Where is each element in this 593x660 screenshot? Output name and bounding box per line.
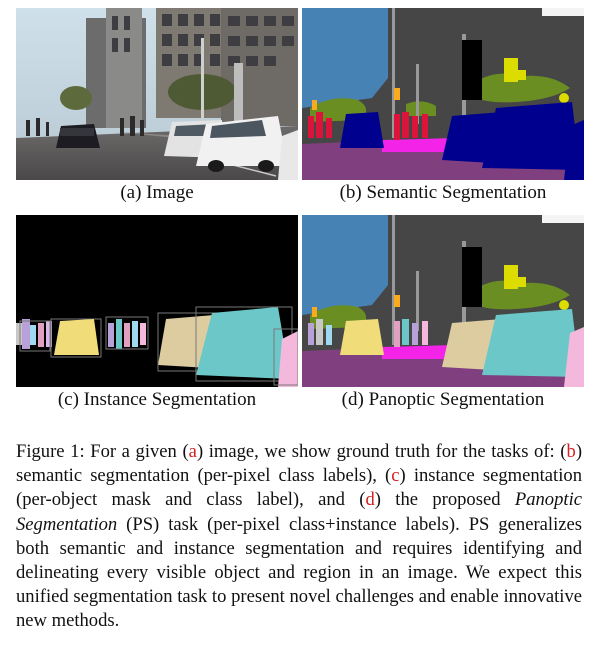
caption-text-2: ) semantic segmentation (per-pixel class…: [16, 441, 583, 487]
subfigure-c-label: (c) Instance Segmentation: [57, 389, 257, 410]
caption-prefix: Figure 1: For a given (: [16, 441, 189, 462]
caption-text-1: ) image, we show ground truth for the ta…: [196, 441, 567, 462]
caption-emphasis: Panoptic Segmentation: [16, 489, 582, 535]
caption-ref-c[interactable]: c: [391, 465, 400, 487]
caption-ref-d[interactable]: d: [365, 489, 375, 511]
subfigure-d-label: (d) Panoptic Segmentation: [341, 389, 545, 410]
photo-panel: [16, 8, 298, 180]
caption-ref-b[interactable]: b: [566, 441, 576, 462]
caption-text-3: ) instance segmentation (per-object mask…: [16, 465, 582, 511]
caption-text-4: ) the proposed: [374, 489, 515, 511]
subfigure-a-label: (a) Image: [120, 182, 194, 203]
semantic-segmentation-panel: [302, 8, 584, 180]
instance-segmentation-panel: [16, 215, 298, 387]
caption-ref-a[interactable]: a: [188, 441, 197, 462]
figure-caption: Figure 1: For a given (a) image, we show…: [16, 440, 582, 634]
panoptic-segmentation-panel: [302, 215, 584, 387]
subfigure-b-label: (b) Semantic Segmentation: [339, 182, 547, 203]
caption-text-5: (PS) task (per-pixel class+instance labe…: [16, 513, 582, 632]
